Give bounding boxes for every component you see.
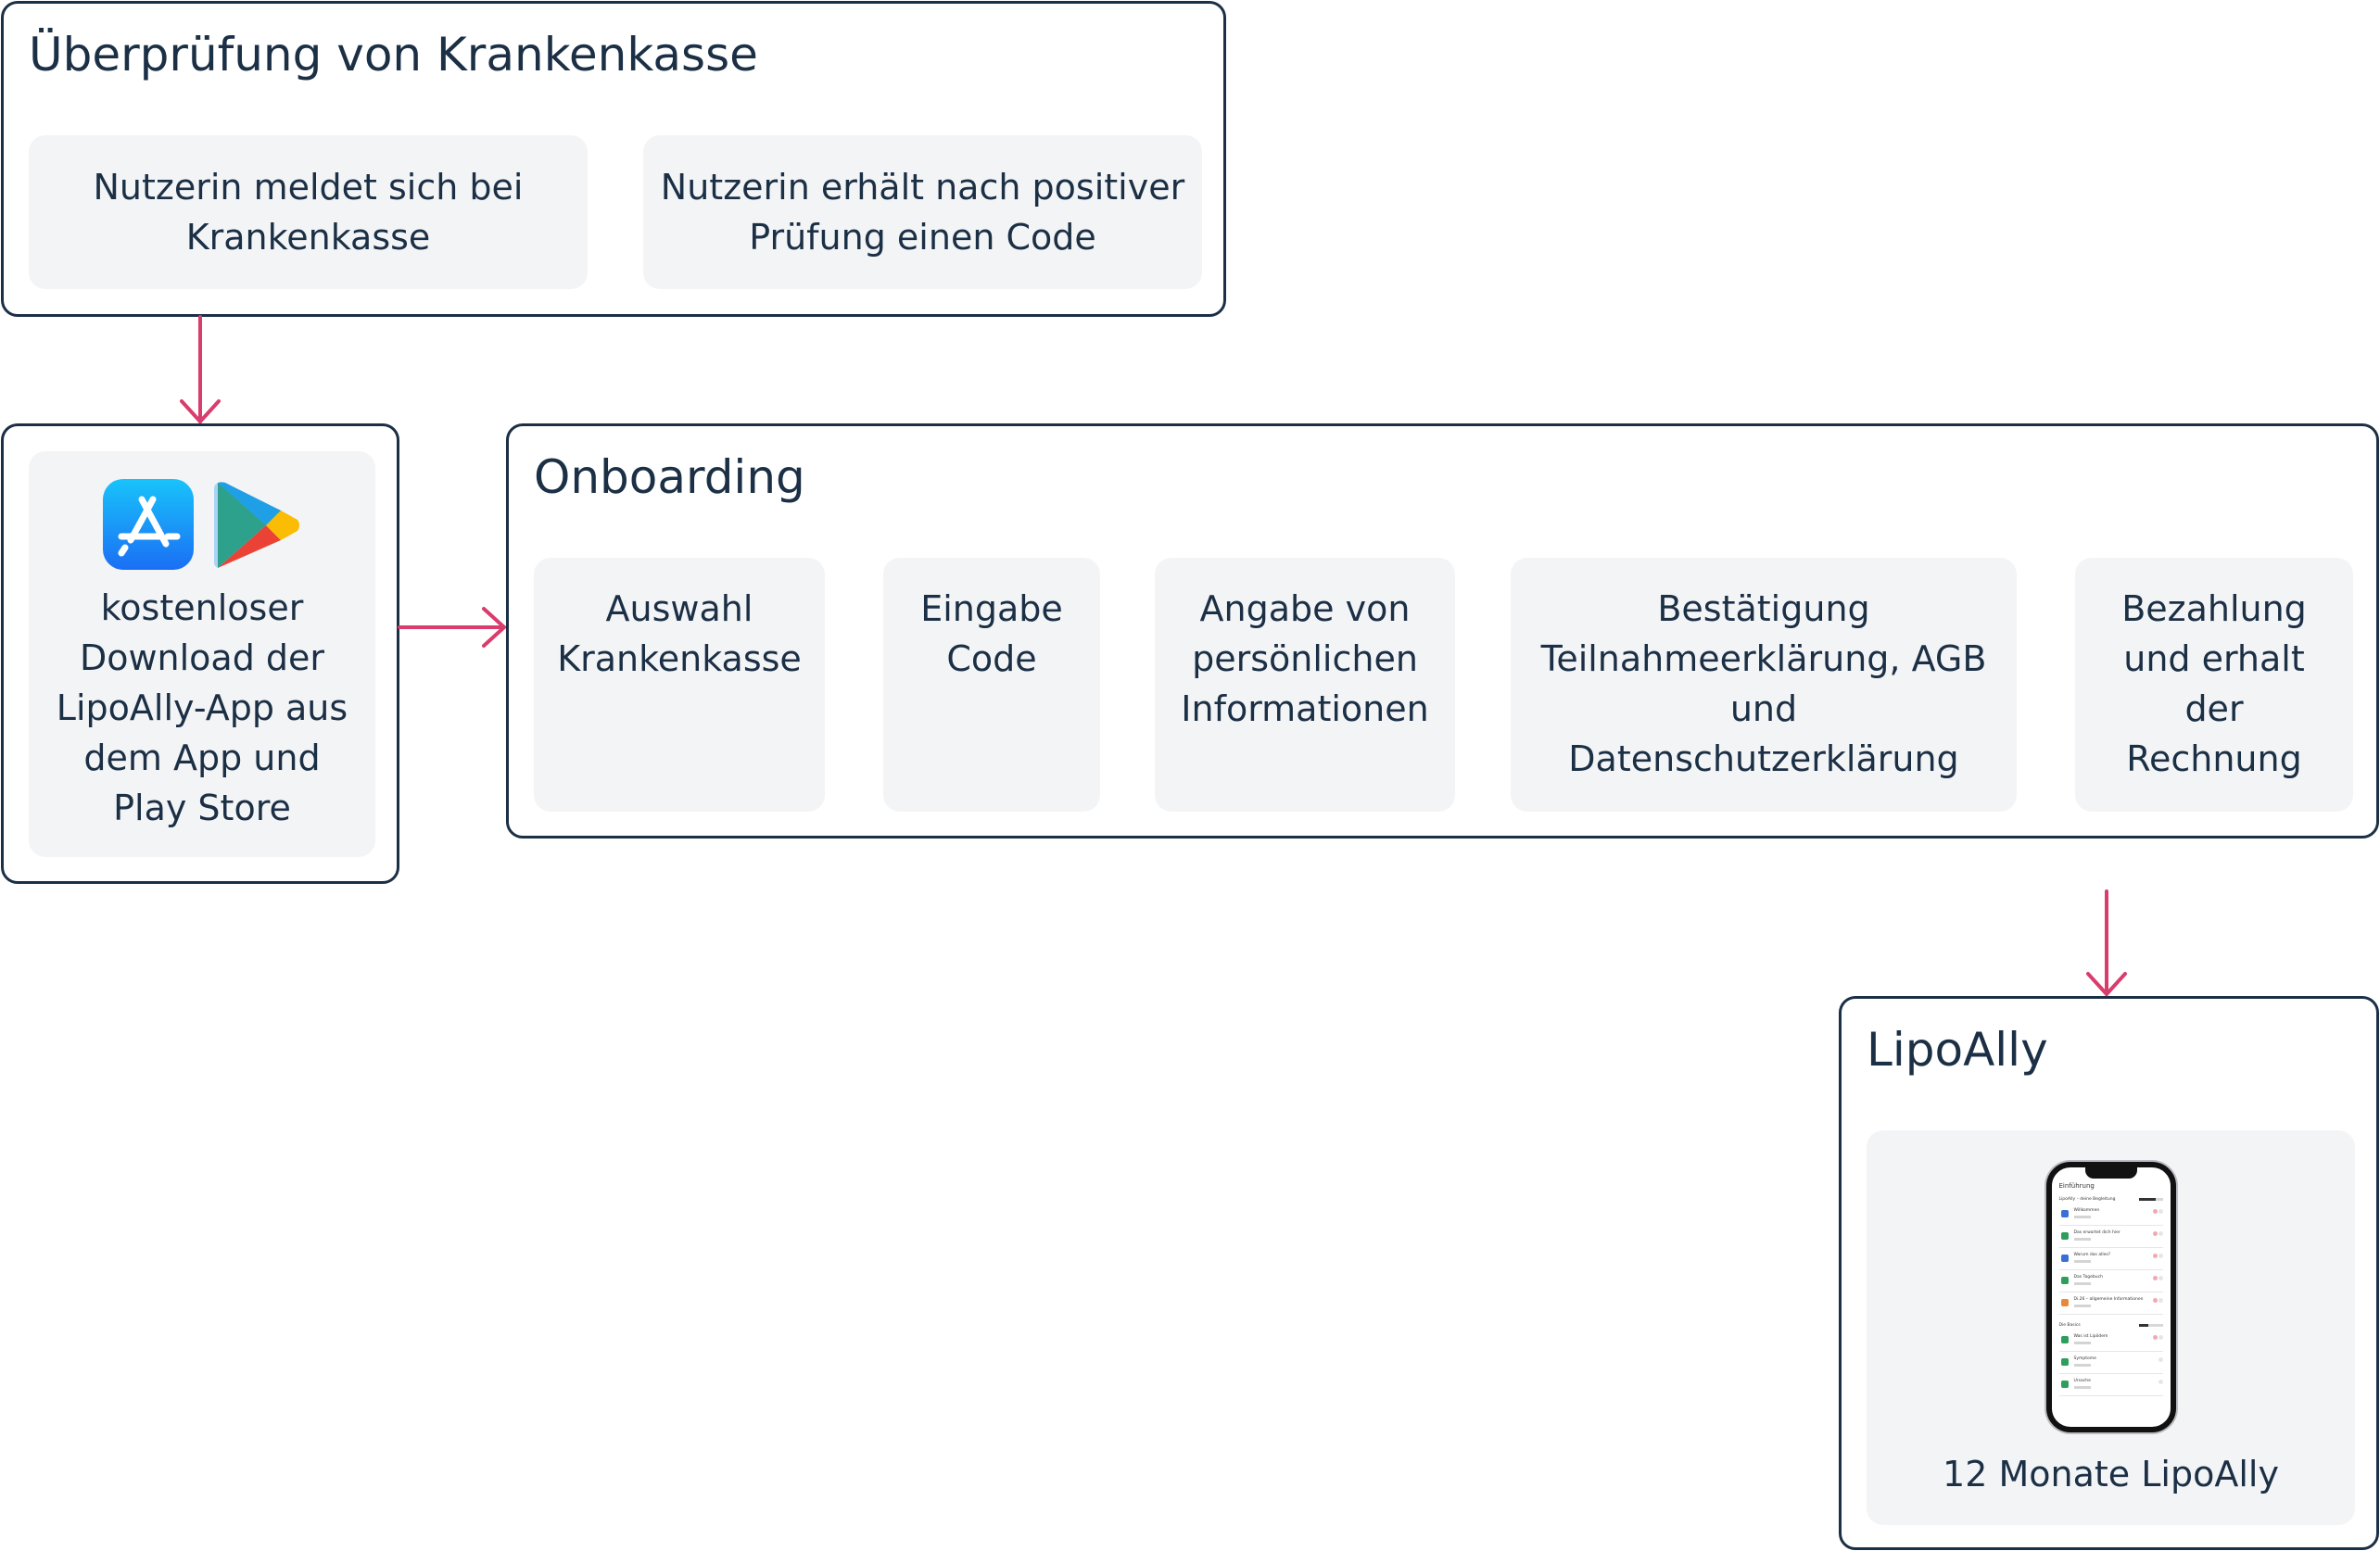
lipoally-title: LipoAlly [1867, 1023, 2048, 1077]
step-personal-info: Angabe von persönlichen Informationen [1155, 558, 1455, 812]
step-twelve-months-label: 12 Monate LipoAlly [1943, 1454, 2279, 1494]
phone-section-2-progress [2138, 1324, 2163, 1327]
step-select-insurance-label: Auswahl Krankenkasse [557, 588, 802, 679]
step-download-app: kostenloser Download der LipoAlly-App au… [29, 451, 375, 857]
phone-list-item: Was ist Lipödem [2058, 1330, 2163, 1352]
verification-title: Überprüfung von Krankenkasse [29, 28, 758, 82]
step-personal-info-label: Angabe von persönlichen Informationen [1181, 588, 1429, 729]
phone-section-1: LipoAlly – deine Begleitung [2058, 1197, 2116, 1202]
step-download-label: kostenloser Download der LipoAlly-App au… [56, 587, 348, 828]
step-twelve-months: Einführung LipoAlly – deine Begleitung W… [1867, 1130, 2355, 1525]
onboarding-group: Onboarding Auswahl Krankenkasse Eingabe … [506, 423, 2379, 839]
app-store-icon [103, 479, 194, 570]
step-payment: Bezahlung und erhalt der Rechnung [2075, 558, 2353, 812]
phone-screen-title: Einführung [2058, 1182, 2095, 1190]
phone-list-item: Symptome [2058, 1353, 2163, 1374]
phone-list-item: Di.26 – allgemeine Informationen [2058, 1293, 2163, 1315]
step-receive-code: Nutzerin erhält nach positiver Prüfung e… [643, 135, 1202, 289]
phone-list-item: Das erwartet dich hier [2058, 1227, 2163, 1248]
step-enter-code: Eingabe Code [883, 558, 1100, 812]
phone-list-item: Willkommen [2058, 1204, 2163, 1226]
phone-section-1-progress [2138, 1198, 2163, 1201]
step-payment-label: Bezahlung und erhalt der Rechnung [2121, 588, 2307, 779]
onboarding-title: Onboarding [534, 450, 805, 504]
step-confirm-terms-label: Bestätigung Teilnahmeerklärung, AGB und … [1540, 588, 1987, 779]
phone-list-item: Ursache [2058, 1375, 2163, 1396]
lipoally-group: LipoAlly Einführung LipoAlly – deine Beg… [1839, 996, 2379, 1550]
step-confirm-terms: Bestätigung Teilnahmeerklärung, AGB und … [1511, 558, 2017, 812]
step-enter-code-label: Eingabe Code [920, 588, 1063, 679]
step-register-insurance-label: Nutzerin meldet sich bei Krankenkasse [93, 167, 524, 258]
step-register-insurance: Nutzerin meldet sich bei Krankenkasse [29, 135, 588, 289]
store-icons [103, 479, 301, 570]
arrow-verification-to-download [180, 315, 221, 423]
phone-list-item: Warum das alles? [2058, 1249, 2163, 1270]
step-select-insurance: Auswahl Krankenkasse [534, 558, 825, 812]
phone-list-item: Das Tagebuch [2058, 1271, 2163, 1292]
phone-section-2: Die Basics [2058, 1323, 2081, 1328]
phone-app-screenshot: Einführung LipoAlly – deine Begleitung W… [2045, 1162, 2176, 1432]
phone-notch [2084, 1167, 2137, 1179]
step-receive-code-label: Nutzerin erhält nach positiver Prüfung e… [660, 167, 1185, 258]
arrow-download-to-onboarding [398, 607, 506, 648]
download-group: kostenloser Download der LipoAlly-App au… [1, 423, 399, 884]
verification-group: Überprüfung von Krankenkasse Nutzerin me… [1, 1, 1226, 317]
arrow-onboarding-to-lipoally [2086, 889, 2127, 996]
google-play-icon [214, 482, 299, 568]
